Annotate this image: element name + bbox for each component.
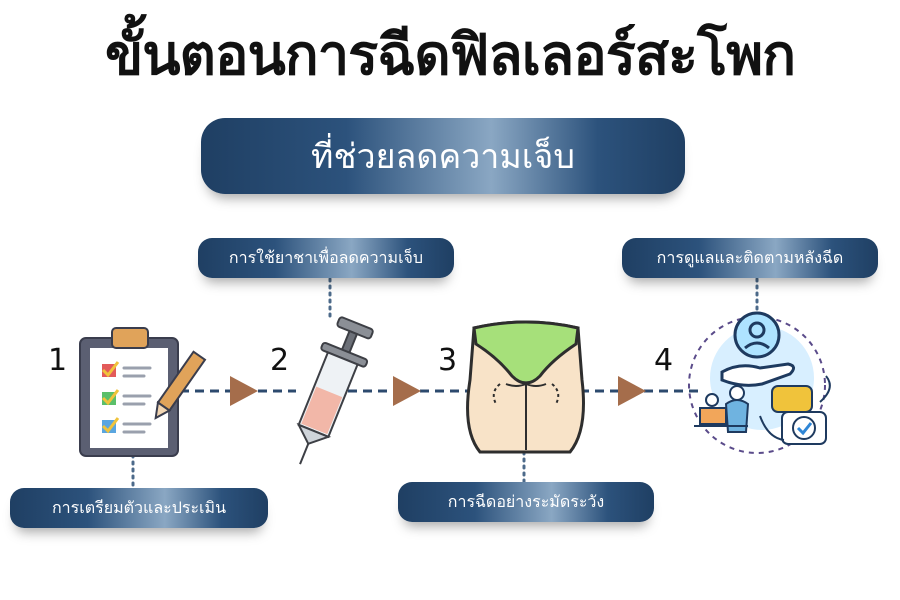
syringe-icon xyxy=(296,316,374,465)
step-2-label: การใช้ยาชาเพื่อลดความเจ็บ xyxy=(198,238,454,278)
step-1-label: การเตรียมตัวและประเมิน xyxy=(10,488,268,528)
arrow-icon xyxy=(230,376,258,406)
step-1-number: 1 xyxy=(48,343,68,378)
hip-injection-icon xyxy=(466,320,585,454)
step-2-number: 2 xyxy=(270,343,290,378)
patient-care-icon xyxy=(688,311,831,454)
step-3-label: การฉีดอย่างระมัดระวัง xyxy=(398,482,654,522)
arrow-icon xyxy=(393,376,421,406)
arrow-icon xyxy=(618,376,646,406)
clipboard-checklist-icon xyxy=(79,327,207,457)
subtitle-banner: ที่ช่วยลดความเจ็บ xyxy=(201,118,685,194)
label-connectors xyxy=(131,277,759,490)
step-3-number: 3 xyxy=(438,343,458,378)
step-4-label: การดูแลและติดตามหลังฉีด xyxy=(622,238,878,278)
page-title: ขั้นตอนการฉีดฟิลเลอร์สะโพก xyxy=(104,23,796,88)
step-4-number: 4 xyxy=(654,343,674,378)
